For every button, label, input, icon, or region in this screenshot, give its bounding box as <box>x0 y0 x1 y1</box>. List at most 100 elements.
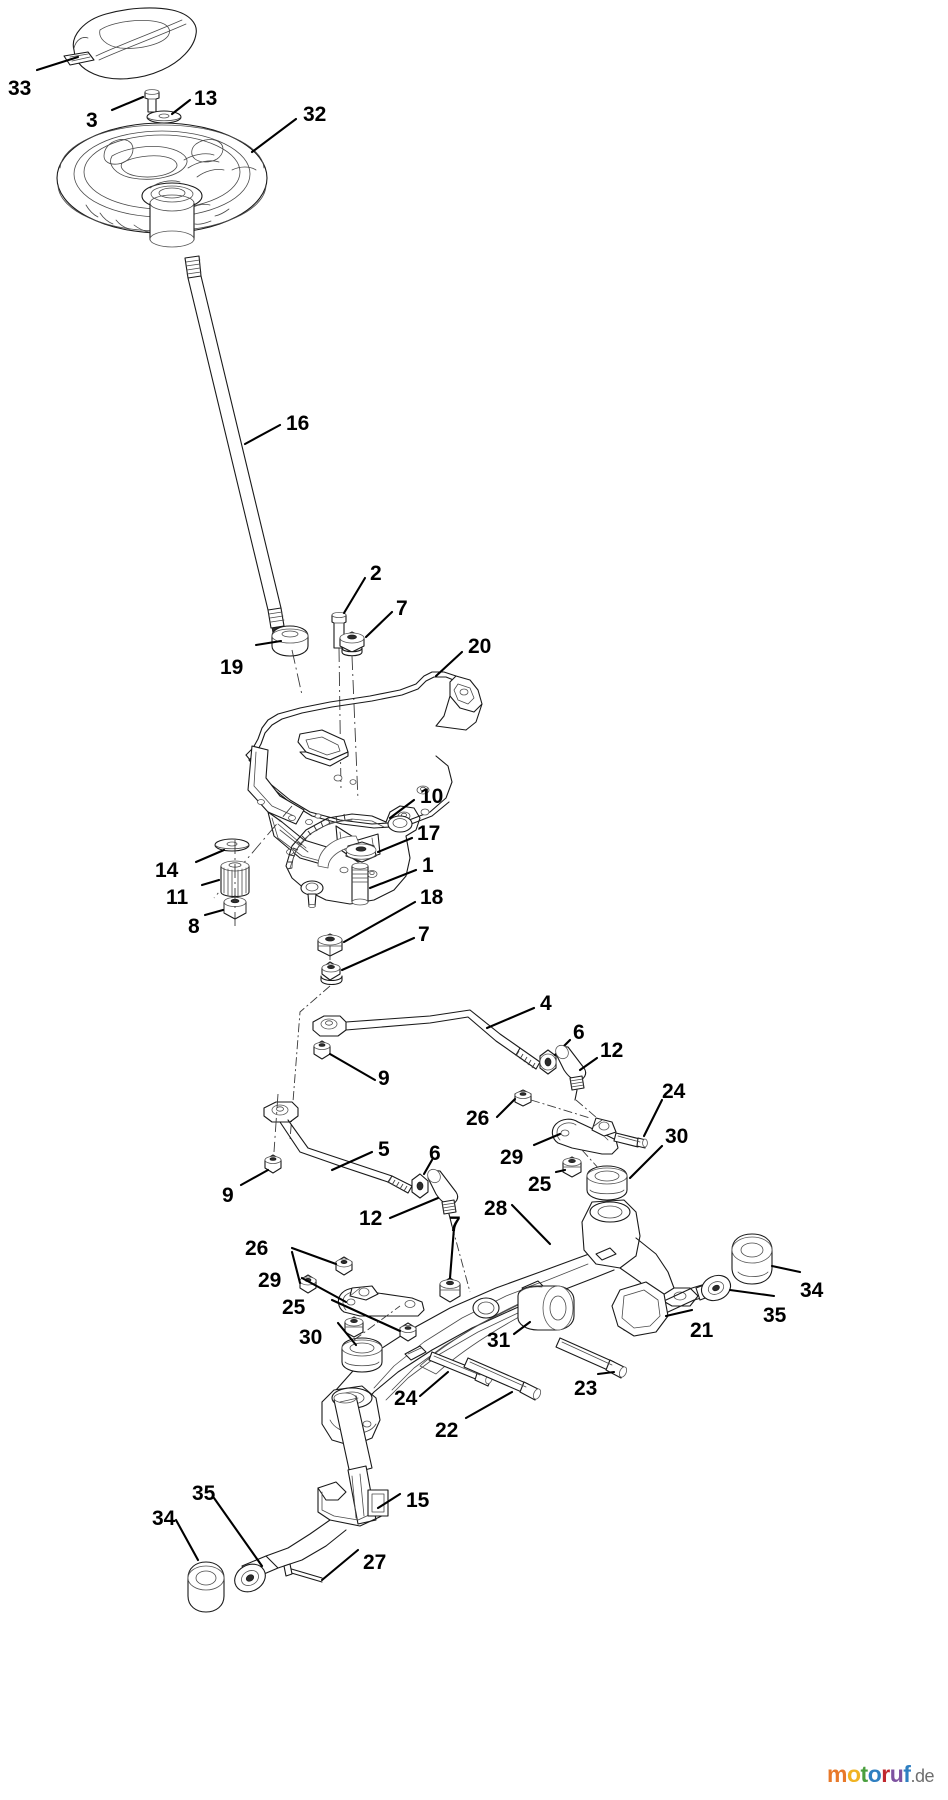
watermark-tld: .de <box>910 1766 934 1786</box>
callout-line-12-right <box>578 1056 599 1072</box>
callout-line-34-right <box>770 1264 802 1274</box>
callout-line-32 <box>250 117 298 154</box>
callout-15: 15 <box>406 1489 430 1512</box>
callout-line-7-mid <box>340 936 416 972</box>
callout-line-24-left <box>418 1370 450 1398</box>
callout-29-left: 29 <box>258 1269 282 1292</box>
callout-7-mid: 7 <box>418 923 430 946</box>
callout-16: 16 <box>286 412 310 435</box>
part-33-cover <box>63 7 197 80</box>
callout-4: 4 <box>540 992 552 1015</box>
part-6-right-jam-nut <box>539 1049 557 1075</box>
callout-line-29-left <box>300 1276 348 1304</box>
part-34-left-cap <box>187 1561 225 1613</box>
part-16-steering-shaft <box>184 255 287 640</box>
centerline-26-right <box>530 1099 591 1119</box>
callout-line-10 <box>388 798 416 820</box>
callout-line-9-upper <box>328 1052 377 1082</box>
part-18-lock-nut <box>317 933 343 957</box>
callout-line-5 <box>330 1150 374 1172</box>
callout-line-23 <box>596 1370 616 1376</box>
centerline-30-left <box>353 1305 401 1341</box>
callout-23: 23 <box>574 1377 598 1400</box>
callout-25-right: 25 <box>528 1173 552 1196</box>
callout-line-15 <box>376 1492 402 1510</box>
part-22-axle-bolt <box>463 1357 542 1401</box>
callout-30-left: 30 <box>299 1326 323 1349</box>
callout-33: 33 <box>8 77 32 100</box>
callout-9-upper: 9 <box>378 1067 390 1090</box>
callout-1: 1 <box>422 854 434 877</box>
callout-line-12-left <box>388 1196 440 1220</box>
callout-35-left: 35 <box>192 1482 216 1505</box>
callout-24-left: 24 <box>394 1387 418 1410</box>
callout-line-28 <box>510 1203 552 1246</box>
callout-line-26-left <box>290 1246 338 1285</box>
centerline-19 <box>291 649 303 696</box>
callout-13: 13 <box>194 87 218 110</box>
callout-line-7-upper <box>364 610 394 639</box>
callout-2: 2 <box>370 562 382 585</box>
callout-26-right: 26 <box>466 1107 490 1130</box>
callout-5: 5 <box>378 1138 390 1161</box>
callout-22: 22 <box>435 1419 459 1442</box>
watermark-char-m: m <box>827 1761 847 1787</box>
callout-line-14 <box>194 848 226 864</box>
callout-8: 8 <box>188 915 200 938</box>
callout-line-6-left <box>422 1158 434 1176</box>
callout-line-30-right <box>628 1144 664 1180</box>
part-12-right-ball-joint <box>555 1044 587 1101</box>
site-watermark: motoruf.de <box>827 1761 934 1788</box>
callout-9-lower: 9 <box>222 1184 234 1207</box>
callout-7-axle: 7 <box>449 1213 461 1236</box>
watermark-char-t: t <box>860 1761 869 1787</box>
part-29-left-arm <box>337 1285 425 1317</box>
part-20-support-plate <box>245 671 483 867</box>
callout-29-right: 29 <box>500 1146 524 1169</box>
callout-24-right: 24 <box>662 1080 686 1103</box>
callout-line-13 <box>170 98 192 116</box>
watermark-char-o1: o <box>846 1761 861 1787</box>
callout-line-25-left <box>330 1298 402 1333</box>
callout-3: 3 <box>86 109 98 132</box>
part-30-right-bushing <box>586 1165 628 1201</box>
callout-25-left: 25 <box>282 1296 306 1319</box>
part-6-left-jam-nut <box>411 1173 429 1199</box>
callout-28: 28 <box>484 1197 508 1220</box>
callout-11: 11 <box>166 886 189 909</box>
callout-line-3 <box>110 95 145 112</box>
callout-14: 14 <box>155 859 179 882</box>
callout-32: 32 <box>303 103 327 126</box>
callout-34-left: 34 <box>152 1507 176 1530</box>
callout-line-27 <box>320 1548 360 1582</box>
callout-line-26-right <box>495 1097 517 1119</box>
callout-line-4 <box>485 1006 536 1030</box>
callout-line-33 <box>35 55 80 72</box>
callout-line-31 <box>512 1320 532 1336</box>
centerline-lower-left <box>289 985 331 1141</box>
callout-10: 10 <box>420 785 444 808</box>
callout-line-20 <box>434 650 464 678</box>
callout-30-right: 30 <box>665 1125 689 1148</box>
part-30-left-bushing <box>341 1337 383 1373</box>
callout-6-right: 6 <box>573 1021 585 1044</box>
callout-line-11 <box>200 878 221 887</box>
callout-line-35-right <box>728 1288 776 1298</box>
part-25-right-nut <box>562 1156 582 1178</box>
callout-line-22 <box>464 1390 514 1420</box>
part-25-left-nut <box>344 1316 417 1342</box>
watermark-char-r: r <box>881 1761 890 1787</box>
callout-line-7-axle <box>448 1226 456 1280</box>
callout-12-right: 12 <box>600 1039 624 1062</box>
callout-18: 18 <box>420 886 444 909</box>
callout-19: 19 <box>220 656 244 679</box>
part-7-upper-flange-nut <box>339 631 365 657</box>
callout-35-right: 35 <box>763 1304 787 1327</box>
callout-line-1 <box>368 868 418 890</box>
part-13-washer <box>146 110 182 124</box>
part-9-lower-nut <box>264 1154 282 1174</box>
centerline-5-eye <box>273 1093 279 1153</box>
callout-line-8 <box>203 908 225 917</box>
